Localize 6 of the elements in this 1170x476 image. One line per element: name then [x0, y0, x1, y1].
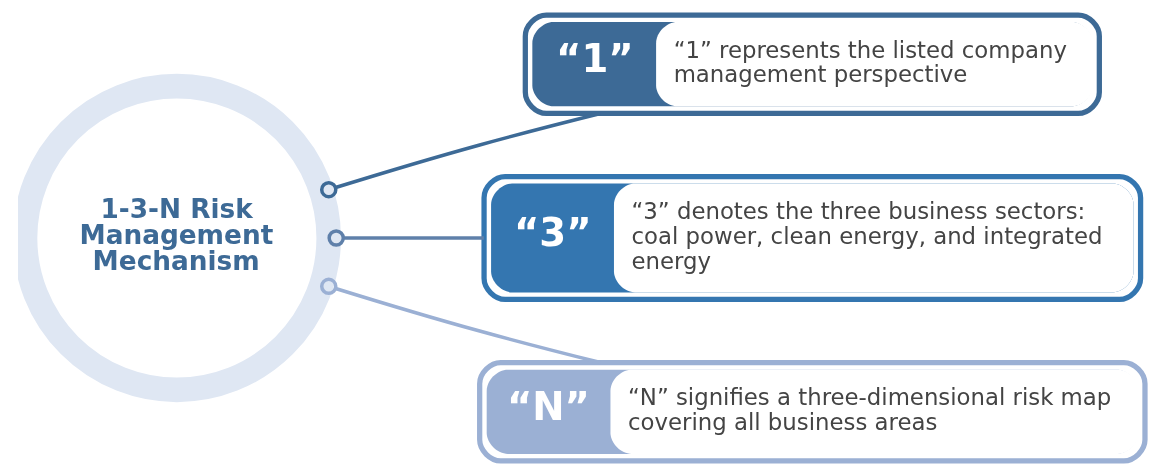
connector — [327, 229, 484, 247]
connector — [319, 111, 601, 199]
connector — [319, 277, 601, 365]
node-box: “3” “3” denotes the three business sectors: coal power, clean energy, and integrated energy — [481, 173, 1144, 303]
node-box: “1” “1” represents the listed company management perspective — [522, 12, 1102, 116]
node-box: “N” “N” signifies a three-dimensional risk map covering all business areas — [477, 360, 1148, 464]
